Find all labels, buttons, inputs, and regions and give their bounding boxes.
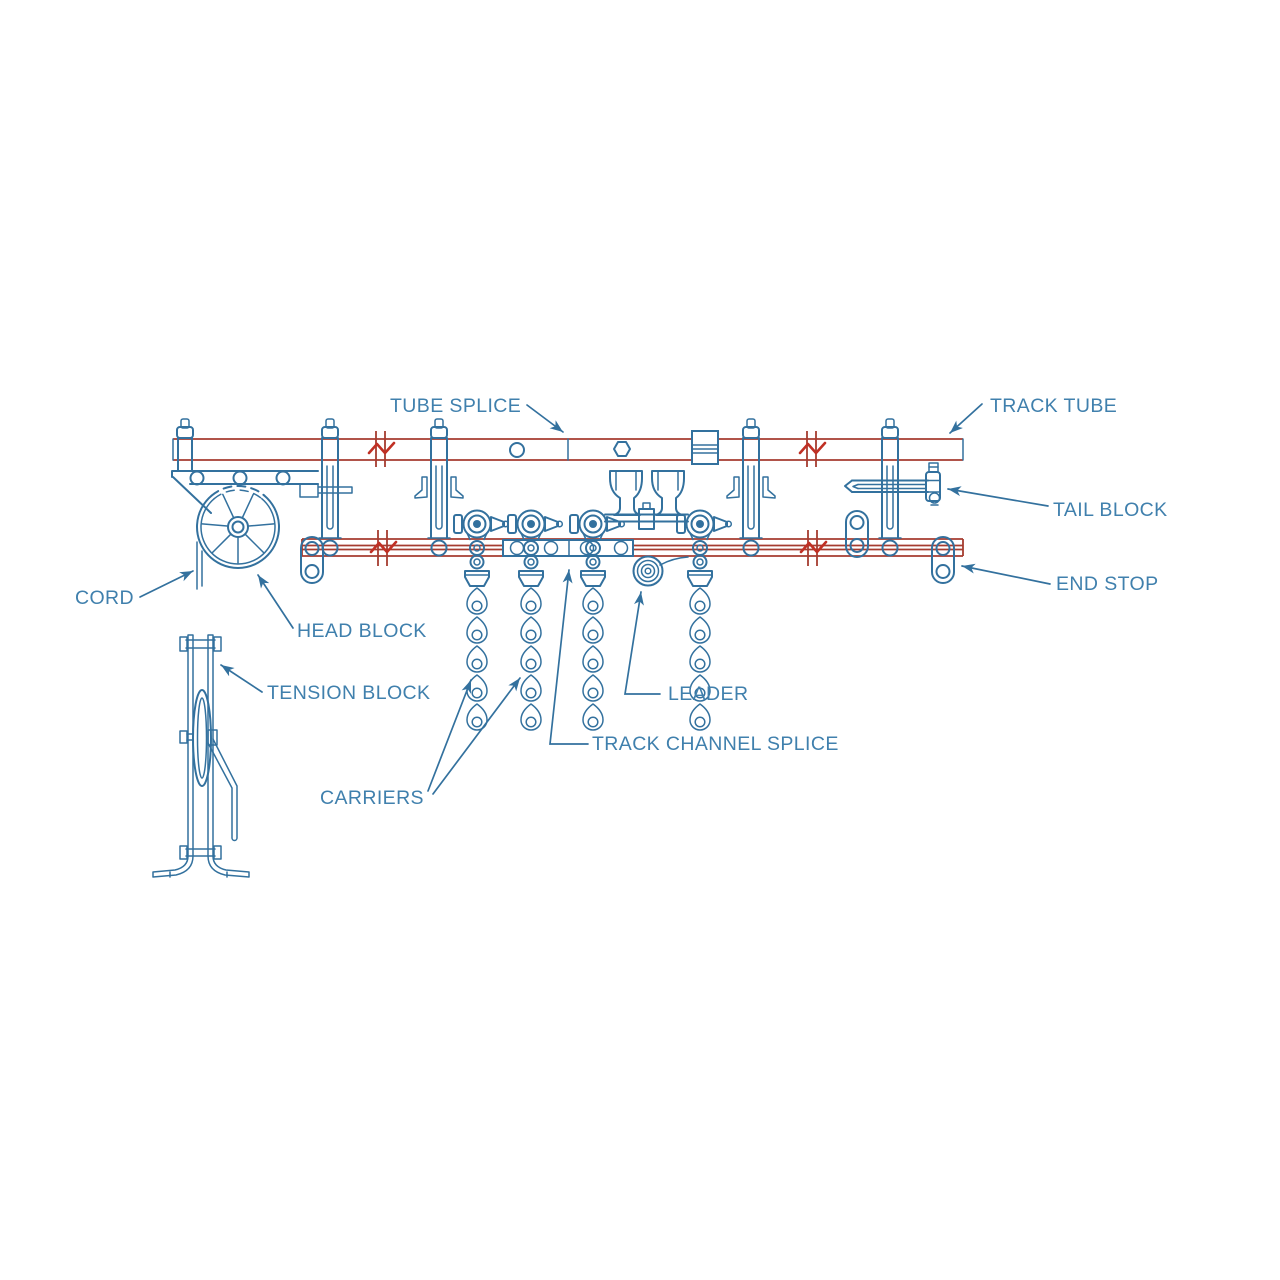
carrier-chain (521, 588, 541, 730)
head-block (171, 418, 353, 590)
leader-assembly (604, 470, 689, 587)
tail-block (844, 462, 941, 506)
label-tail-block: TAIL BLOCK (1053, 499, 1168, 521)
leader-upright (651, 470, 685, 516)
label-track-tube: TRACK TUBE (990, 395, 1117, 417)
head-block-sheave (196, 485, 280, 569)
tube-splice-arrow (526, 404, 564, 433)
cord-line (196, 541, 203, 590)
leader-upright (609, 470, 643, 516)
tube-hole (509, 442, 525, 458)
callout-arrows (139, 403, 1051, 795)
carrier (453, 509, 510, 587)
label-tension-block: TENSION BLOCK (267, 682, 430, 704)
cord-arrow (139, 570, 194, 598)
tube-splice-sleeve (691, 430, 719, 465)
leader-pulley (632, 555, 689, 587)
track-channel-splice-plate (502, 539, 634, 557)
track-tube-arrow (949, 403, 983, 434)
track-channel-splice-arrow (549, 569, 589, 745)
carrier-chain (690, 588, 710, 730)
leader-clamp (638, 502, 655, 530)
head-block-hanger (176, 418, 194, 472)
hanger-clips (726, 476, 776, 499)
label-cord: CORD (75, 587, 134, 609)
carrier-chain (467, 588, 487, 730)
end-stop-link (300, 536, 324, 584)
leader-arrow (624, 591, 661, 695)
carriers-arrow (432, 677, 521, 795)
hanger-clips (414, 476, 464, 499)
carriers-arrow (427, 679, 472, 792)
tail-block-arrow (947, 486, 1049, 507)
tension-block (152, 634, 250, 878)
label-end-stop: END STOP (1056, 573, 1159, 595)
label-track-channel-splice: TRACK CHANNEL SPLICE (592, 733, 839, 755)
label-tube-splice: TUBE SPLICE (390, 395, 521, 417)
end-stop-arrow (961, 563, 1051, 585)
tension-block-arrow (220, 664, 263, 693)
label-carriers: CARRIERS (320, 787, 424, 809)
label-head-block: HEAD BLOCK (297, 620, 427, 642)
end-stop-link (931, 536, 955, 584)
head-block-arrow (257, 574, 294, 629)
tension-arm (207, 738, 238, 842)
head-block-bracket (171, 470, 353, 514)
label-leader: LEADER (668, 683, 748, 705)
callout-labels: TUBE SPLICE TRACK TUBE TAIL BLOCK END ST… (75, 395, 1168, 809)
carrier-chain (583, 588, 603, 730)
tube-hex-hole (613, 441, 631, 457)
track-tube (172, 430, 964, 465)
